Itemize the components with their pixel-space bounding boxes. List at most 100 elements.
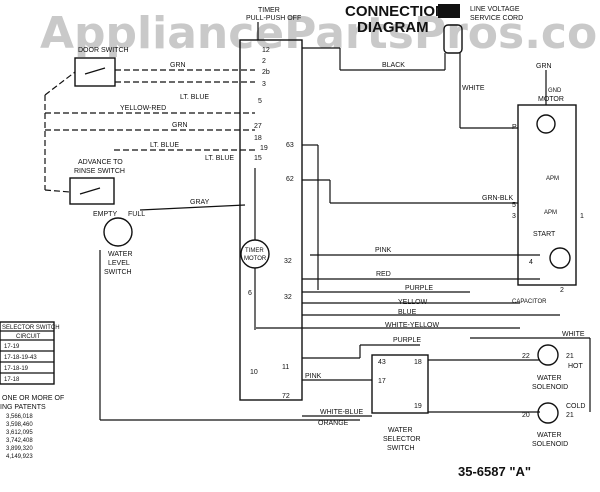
water-level-empty-label: EMPTY bbox=[93, 211, 117, 218]
wire-label-yellow-red: YELLOW-RED bbox=[120, 105, 166, 112]
timer-outline bbox=[239, 39, 303, 401]
watermark: AppliancePartsPros.com bbox=[40, 8, 600, 59]
wire-label-purple: PURPLE bbox=[405, 285, 433, 292]
wire-label-ltblue2: LT. BLUE bbox=[150, 142, 179, 149]
timer-terminal: 12 bbox=[262, 47, 270, 54]
wire-label-pink: PINK bbox=[375, 247, 392, 254]
hot-solenoid-terminal: 22 bbox=[522, 353, 530, 360]
wire-label-gray: GRAY bbox=[190, 199, 210, 206]
timer-terminal: 6 bbox=[248, 290, 252, 297]
timer-terminal: 11 bbox=[282, 364, 289, 371]
water-selector-switch-box bbox=[371, 354, 429, 414]
motor-start-switch-icon bbox=[549, 247, 571, 269]
motor-terminal: 3 bbox=[512, 213, 516, 220]
cold-solenoid-terminal: 21 bbox=[566, 412, 574, 419]
wire-label-blue: BLUE bbox=[398, 309, 417, 316]
wire-label-red: RED bbox=[376, 271, 391, 278]
timer-terminal: 2 bbox=[262, 58, 266, 65]
wire-label-orange: ORANGE bbox=[318, 420, 349, 427]
ws-terminal: 19 bbox=[414, 403, 422, 410]
hot-solenoid-terminal: 21 bbox=[566, 353, 574, 360]
motor-protector-icon bbox=[536, 114, 556, 134]
water-level-switch-icon bbox=[103, 217, 133, 247]
motor-grn-label: GRN bbox=[536, 63, 552, 70]
capacitor-label: CAPACITOR bbox=[512, 299, 547, 305]
ws-label-line3: SWITCH bbox=[387, 445, 415, 452]
cold-solenoid-terminal: 20 bbox=[522, 412, 530, 419]
timer-terminals-top: 12 2 2b 3 5 bbox=[258, 47, 270, 105]
wire-label-ltblue3: LT. BLUE bbox=[205, 155, 234, 162]
hot-solenoid-icon bbox=[537, 344, 559, 366]
selector-table-row: 17-19 bbox=[4, 344, 20, 350]
water-level-label-line2: LEVEL bbox=[108, 260, 130, 267]
motor-terminal: 5 bbox=[512, 202, 516, 209]
cold-solenoid-label-line1: WATER bbox=[537, 432, 562, 439]
water-level-label-line3: SWITCH bbox=[104, 269, 132, 276]
timer-terminal: 19 bbox=[260, 145, 268, 152]
timer-terminal: 32 bbox=[284, 258, 292, 265]
motor-outline bbox=[517, 104, 577, 286]
patent-line1: ONE OR MORE OF bbox=[2, 395, 64, 402]
patent-number: 3,598,460 bbox=[6, 422, 33, 428]
wire-label-black: BLACK bbox=[382, 62, 405, 69]
cold-label: COLD bbox=[566, 403, 585, 410]
patent-number: 4,149,923 bbox=[6, 454, 33, 460]
timer-terminal: 62 bbox=[286, 176, 294, 183]
advance-switch-label-line2: RINSE SWITCH bbox=[74, 168, 125, 175]
timer-terminal: 27 bbox=[254, 123, 262, 130]
timer-motor-label-line2: MOTOR bbox=[244, 256, 267, 262]
patent-number: 3,566,018 bbox=[6, 414, 33, 420]
motor-start-label: START bbox=[533, 231, 556, 238]
wire-label-yellow: YELLOW bbox=[398, 299, 428, 306]
hot-label: HOT bbox=[568, 363, 584, 370]
motor-apm-label: APM bbox=[546, 176, 559, 182]
patent-number: 3,612,095 bbox=[6, 430, 33, 436]
timer-terminal: 2b bbox=[262, 69, 270, 76]
selector-table-header: SELECTOR SWITCH bbox=[2, 325, 60, 331]
ws-terminal: 17 bbox=[378, 378, 386, 385]
cord-plug-block bbox=[438, 4, 460, 18]
wire-label-ltblue1: LT. BLUE bbox=[180, 94, 209, 101]
timer-terminals-mid: 27 18 19 15 bbox=[254, 123, 268, 162]
left-bus-wire bbox=[44, 189, 71, 193]
door-switch-contact bbox=[84, 67, 106, 75]
patent-number: 3,899,320 bbox=[6, 446, 33, 452]
timer-terminal: 3 bbox=[262, 81, 266, 88]
timer-label-line2: PULL-PUSH OFF bbox=[246, 15, 301, 22]
timer-label-line1: TIMER bbox=[258, 7, 280, 14]
wire-label-grn1: GRN bbox=[170, 62, 186, 69]
ws-terminal: 18 bbox=[414, 359, 422, 366]
selector-table-row: 17-18 bbox=[4, 377, 20, 383]
part-number: 35-6587 "A" bbox=[458, 464, 531, 479]
hot-solenoid-label-line2: SOLENOID bbox=[532, 384, 568, 391]
timer-terminal: 63 bbox=[286, 142, 294, 149]
timer-terminal: 18 bbox=[254, 135, 262, 142]
patent-line2: ING PATENTS bbox=[0, 404, 46, 411]
cord-label-line2: SERVICE CORD bbox=[470, 15, 523, 22]
door-switch-label: DOOR SWITCH bbox=[78, 47, 129, 54]
motor-terminal: 4 bbox=[529, 259, 533, 266]
wire-label-white-blue: WHITE-BLUE bbox=[320, 409, 364, 416]
advance-switch-label-line1: ADVANCE TO bbox=[78, 159, 123, 166]
hot-solenoid-label-line1: WATER bbox=[537, 375, 562, 382]
wire-label-purple2: PURPLE bbox=[393, 337, 421, 344]
motor-terminal: 2 bbox=[560, 287, 564, 294]
timer-terminal: 10 bbox=[250, 369, 258, 376]
cord-plug-icon bbox=[443, 24, 463, 54]
wire-label-grn-blk: GRN-BLK bbox=[482, 195, 513, 202]
selector-table-col: CIRCUIT bbox=[16, 334, 41, 340]
ws-label-line1: WATER bbox=[388, 427, 413, 434]
cord-label-line1: LINE VOLTAGE bbox=[470, 6, 520, 13]
timer-motor-icon bbox=[240, 239, 270, 269]
timer-terminal: 5 bbox=[258, 98, 262, 105]
water-level-full-label: FULL bbox=[128, 211, 145, 218]
wire-label-white-yellow: WHITE-YELLOW bbox=[385, 322, 439, 329]
patent-number: 3,742,408 bbox=[6, 438, 33, 444]
timer-motor-label-line1: TIMER bbox=[245, 248, 264, 254]
motor-label: MOTOR bbox=[538, 96, 564, 103]
water-level-label-line1: WATER bbox=[108, 251, 133, 258]
motor-apm2-label: APM bbox=[544, 210, 557, 216]
motor-gnd-label: GND bbox=[548, 88, 562, 94]
ws-terminal: 43 bbox=[378, 359, 386, 366]
